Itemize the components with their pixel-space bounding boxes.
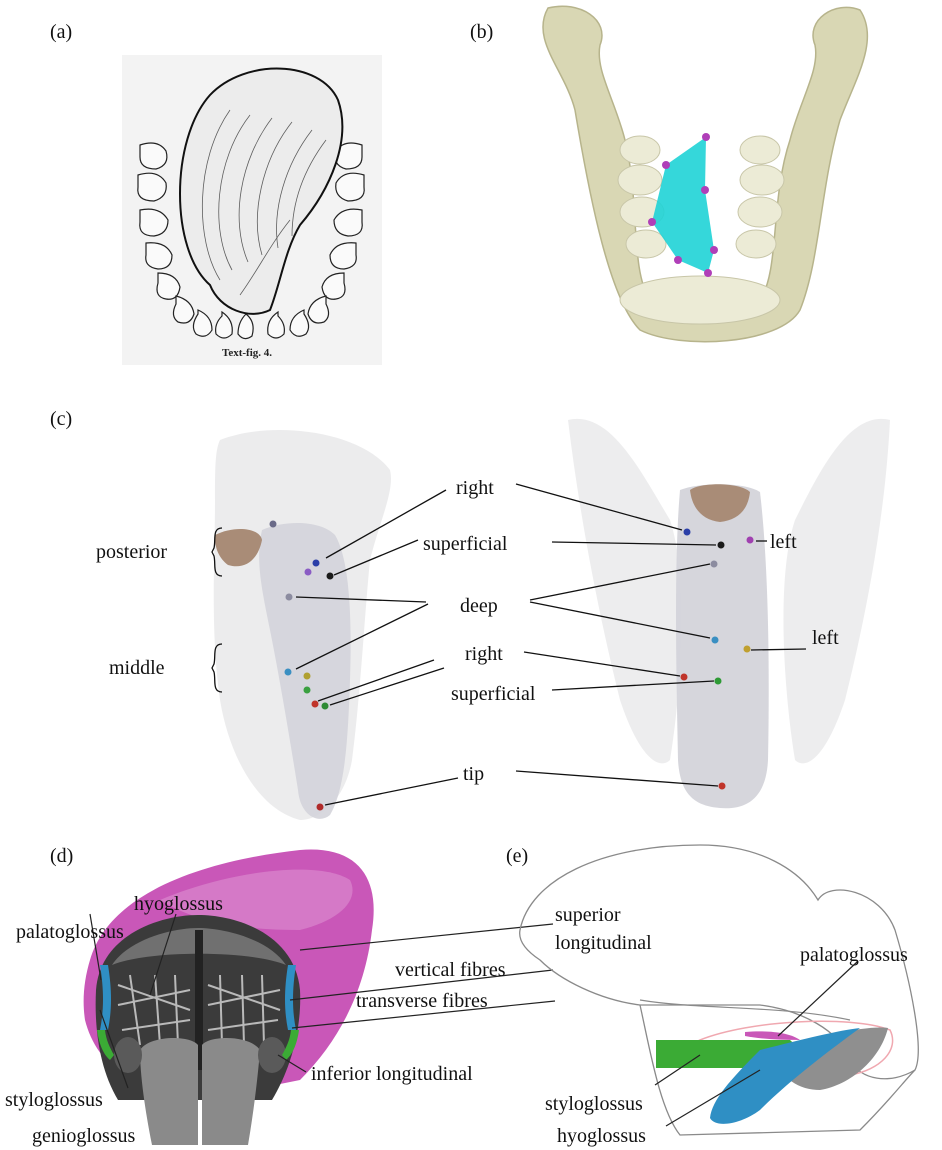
label-left-middle: left bbox=[812, 627, 839, 649]
panel-e-label: (e) bbox=[506, 845, 528, 867]
label-genioglossus: genioglossus bbox=[32, 1125, 136, 1147]
panel-e: (e) palatoglossus styloglossus hyoglossu… bbox=[506, 845, 918, 1147]
label-palatoglossus-d: palatoglossus bbox=[16, 921, 124, 943]
label-posterior: posterior bbox=[96, 541, 167, 563]
label-tip: tip bbox=[463, 763, 484, 785]
label-deep: deep bbox=[460, 595, 498, 617]
label-vertical-fibres: vertical fibres bbox=[395, 959, 506, 981]
label-inferior-longitudinal: inferior longitudinal bbox=[311, 1063, 473, 1085]
panel-c-label: (c) bbox=[50, 408, 72, 430]
label-hyoglossus-e: hyoglossus bbox=[557, 1125, 646, 1147]
panel-d-label: (d) bbox=[50, 845, 73, 867]
panel-b-label: (b) bbox=[470, 21, 493, 43]
label-hyoglossus-d: hyoglossus bbox=[134, 893, 223, 915]
right-view-ghost-skull-2 bbox=[783, 419, 890, 763]
panel-a-caption: Text-fig. 4. bbox=[222, 347, 272, 359]
label-superficial-posterior: superficial bbox=[423, 533, 508, 555]
right-view-ghost-skull bbox=[568, 419, 682, 763]
label-palatoglossus-e: palatoglossus bbox=[800, 944, 908, 966]
label-middle: middle bbox=[109, 657, 165, 679]
maxilla-outline bbox=[640, 1000, 850, 1020]
palatoglossus-pink bbox=[745, 1031, 800, 1040]
label-superficial-middle: superficial bbox=[451, 683, 536, 705]
panel-a-label: (a) bbox=[50, 21, 72, 43]
inferior-longitudinal-left bbox=[114, 1037, 142, 1073]
label-right-middle: right bbox=[465, 643, 503, 665]
panel-a: (a) bbox=[50, 21, 382, 365]
label-styloglossus-e: styloglossus bbox=[545, 1093, 643, 1115]
label-transverse-fibres: transverse fibres bbox=[356, 990, 488, 1012]
panel-c: (c) bbox=[50, 408, 890, 820]
label-styloglossus-d: styloglossus bbox=[5, 1089, 103, 1111]
label-left-posterior: left bbox=[770, 531, 797, 553]
label-right-posterior: right bbox=[456, 477, 494, 499]
label-superior: superior bbox=[555, 904, 621, 926]
panel-b: (b) bbox=[470, 6, 867, 341]
inferior-longitudinal-right bbox=[258, 1037, 286, 1073]
label-longitudinal: longitudinal bbox=[555, 932, 652, 954]
